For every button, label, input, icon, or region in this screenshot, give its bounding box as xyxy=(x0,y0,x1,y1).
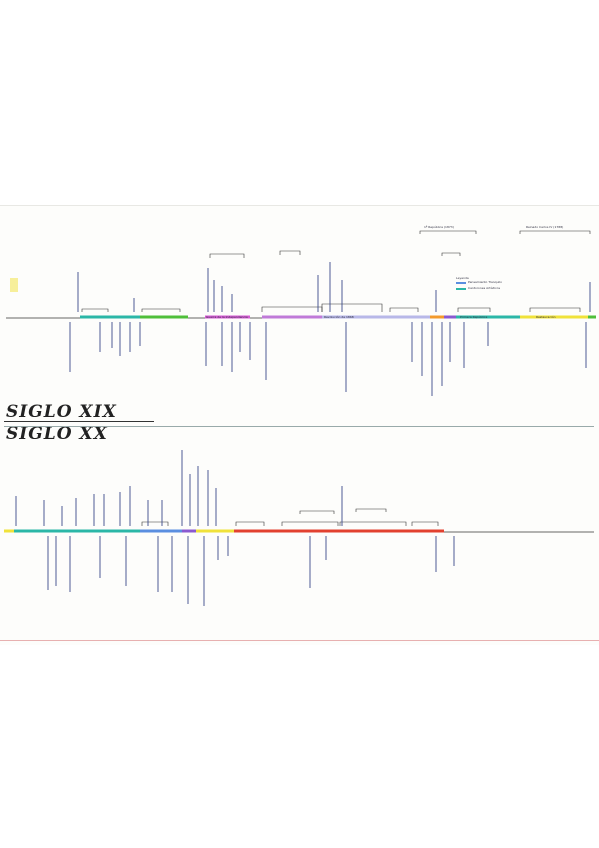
sheet-top-edge xyxy=(0,205,599,206)
period-bar xyxy=(80,315,140,319)
start-mark xyxy=(10,278,18,292)
section-title-xix: SIGLO XIX xyxy=(6,402,117,422)
top-note-f: Restauración xyxy=(536,315,556,319)
top-note-a: 1ª República (1873) xyxy=(424,225,454,229)
legend-item-2: Cantorones Artísticos xyxy=(468,286,501,290)
legend-swatch-1 xyxy=(456,282,466,284)
period-bar xyxy=(456,315,520,319)
period-bar xyxy=(182,529,196,533)
period-bar xyxy=(196,529,234,533)
period-bar xyxy=(4,529,14,533)
top-note-c: Guerra de la Independencia xyxy=(206,315,248,319)
period-bar xyxy=(322,315,430,319)
period-bar xyxy=(588,315,596,319)
top-note-b: Reinado Carlos IV (1788) xyxy=(526,225,564,229)
legend-swatch-2 xyxy=(456,288,466,290)
period-bar xyxy=(520,315,590,319)
timeline-xix xyxy=(6,230,596,396)
legend-heading: Leyenda xyxy=(456,276,469,280)
period-bar xyxy=(140,529,182,533)
section-title-xx: SIGLO XX xyxy=(6,424,108,444)
period-bar xyxy=(444,315,456,319)
top-note-e: Primera República xyxy=(460,315,488,319)
legend-item-1: Pensamiento Tranquilo xyxy=(468,280,502,284)
sheet-bottom-edge xyxy=(0,640,599,641)
period-bar xyxy=(14,529,140,533)
section-title-xx-rule xyxy=(4,426,594,427)
period-bar xyxy=(430,315,444,319)
section-title-xix-rule xyxy=(4,421,154,422)
timeline-xx xyxy=(4,450,594,606)
period-bar xyxy=(234,529,444,533)
period-bar xyxy=(140,315,188,319)
period-bar xyxy=(262,315,322,319)
top-note-d: Revolución de 1868 xyxy=(324,315,354,319)
period-bar xyxy=(205,315,250,319)
